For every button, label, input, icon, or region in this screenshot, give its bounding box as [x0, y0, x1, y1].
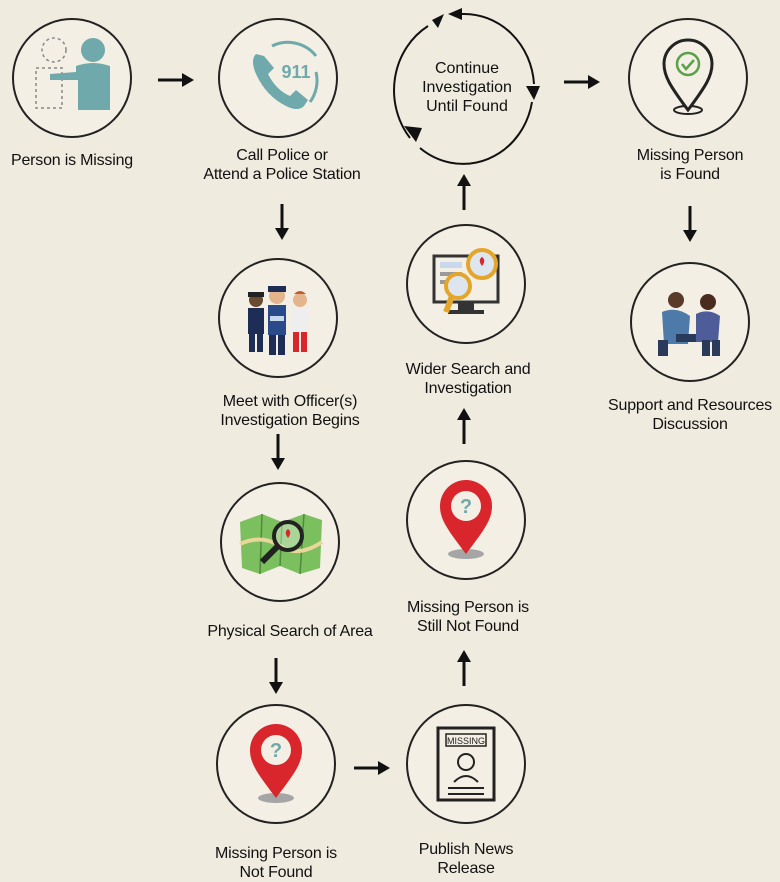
physical-search-label: Physical Search of Area [207, 623, 373, 640]
support-node [630, 262, 750, 382]
arrow-up-3 [457, 174, 471, 210]
person-missing-node [12, 18, 132, 138]
location-check-icon [662, 38, 714, 115]
person-found-label: Missing Person is Found [636, 147, 744, 183]
continue-investigation-label: Continue Investigation Until Found [422, 60, 512, 115]
arrow-right-3 [354, 761, 390, 775]
svg-text:?: ? [460, 496, 472, 518]
call-police-label: Call Police or Attend a Police Station [203, 147, 361, 183]
support-label: Support and Resources Discussion [608, 397, 772, 433]
arrow-up-1 [457, 650, 471, 686]
wider-search-node [406, 224, 526, 344]
call-911-text: 911 [281, 62, 310, 82]
not-found-node: ? [216, 704, 336, 824]
meet-officer-node [218, 258, 338, 378]
question-pin-icon: ? [440, 480, 492, 559]
police-officers-icon [248, 286, 308, 355]
phone-911-icon: 911 [253, 40, 319, 109]
arrow-right-1 [158, 73, 194, 87]
not-found-label: Missing Person is Not Found [215, 845, 337, 881]
arrow-up-2 [457, 408, 471, 444]
arrow-down-3 [269, 658, 283, 694]
computer-search-icon [432, 248, 500, 314]
svg-text:MISSING: MISSING [447, 736, 485, 746]
still-not-found-node: ? [406, 460, 526, 580]
still-not-found-label: Missing Person is Still Not Found [407, 599, 529, 635]
arrow-right-2 [564, 75, 600, 89]
missing-person-silhouette-icon [35, 37, 110, 110]
call-police-node: 911 [218, 18, 338, 138]
arrow-down-1 [275, 204, 289, 240]
person-missing-label: Person is Missing [11, 152, 133, 169]
wider-search-label: Wider Search and Investigation [405, 361, 531, 397]
question-pin-icon: ? [250, 724, 302, 803]
publish-news-node: MISSING [406, 704, 526, 824]
support-people-icon [658, 292, 720, 356]
missing-poster-icon: MISSING [436, 726, 496, 802]
svg-text:?: ? [270, 740, 282, 762]
arrow-down-2 [271, 434, 285, 470]
publish-news-label: Publish News Release [418, 841, 514, 877]
physical-search-node [220, 482, 340, 602]
map-magnifier-icon [239, 513, 324, 575]
person-found-node [628, 18, 748, 138]
arrow-down-4 [683, 206, 697, 242]
continue-cycle-ring [393, 8, 540, 165]
meet-officer-label: Meet with Officer(s) Investigation Begin… [220, 393, 360, 429]
